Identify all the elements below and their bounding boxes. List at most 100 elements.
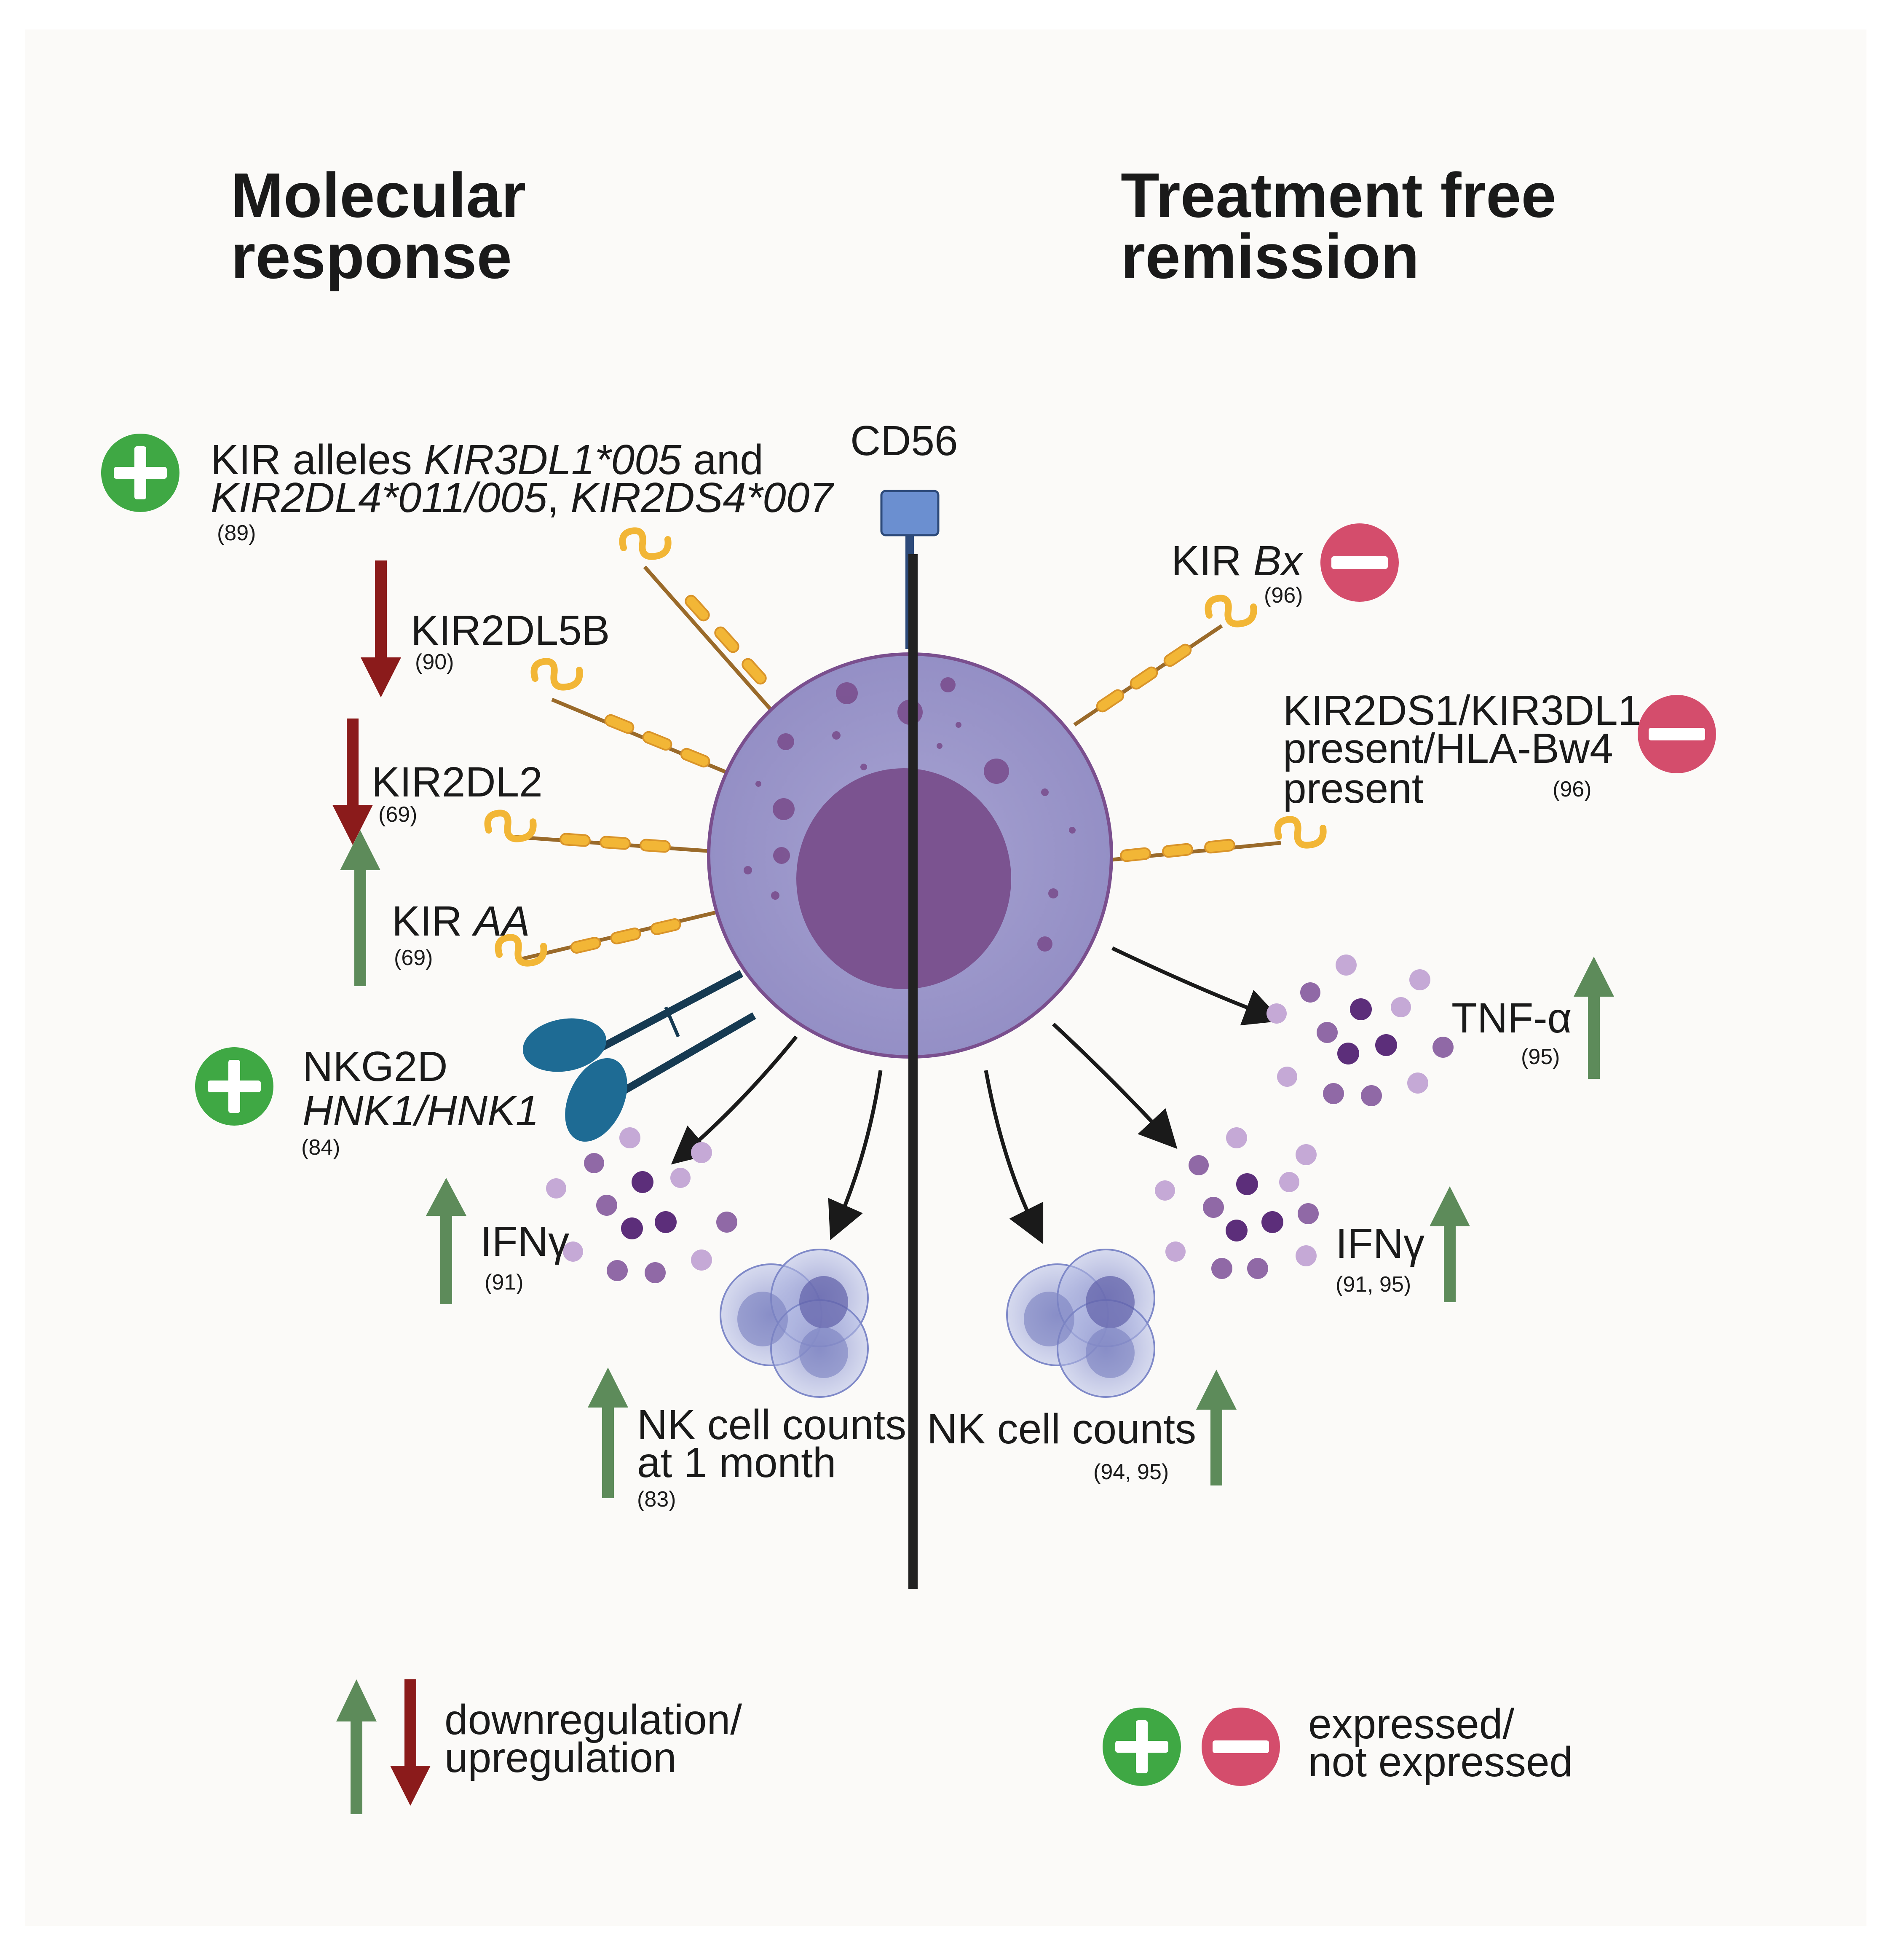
- receptor-domains: [560, 595, 1235, 954]
- ifng-right-label: IFNγ: [1336, 1220, 1424, 1267]
- kir2ds1-ref: (96): [1553, 777, 1591, 802]
- ifng-right-ref: (91, 95): [1336, 1272, 1411, 1297]
- nk-counts-left-line2: at 1 month: [637, 1439, 836, 1486]
- kir2ds1-line2: present/HLA-Bw4: [1283, 725, 1613, 772]
- legend-arrows: [336, 1679, 431, 1814]
- kir2ds1-line3: present: [1283, 765, 1424, 812]
- left-title-line2: response: [231, 221, 512, 292]
- receptor-head: [530, 658, 583, 691]
- arrow-up-icon: [336, 1679, 377, 1814]
- arrow-down-icon: [361, 560, 401, 697]
- nkg2d-domain: [522, 1018, 607, 1072]
- kir-aa-ref: (69): [394, 946, 433, 970]
- receptor-domain: [1120, 847, 1151, 862]
- cytokine-cluster-tnf: [1266, 955, 1454, 1106]
- kir-alleles-line1: KIR alleles KIR3DL1*005 and: [211, 436, 763, 483]
- kir2dl5b-ref: (90): [415, 650, 454, 674]
- arrow-to-ifng-left: [671, 1035, 798, 1165]
- legend-arrows-line1: downregulation/: [444, 1696, 742, 1743]
- arrow-down-icon: [332, 719, 373, 845]
- receptor-domain: [685, 595, 710, 622]
- receptor-domain: [642, 731, 672, 751]
- receptor-domain: [1204, 839, 1235, 854]
- kir-alleles-line2: KIR2DL4*011/005, KIR2DS4*007: [211, 474, 834, 521]
- arrow-up-icon: [426, 1178, 466, 1304]
- receptor-domain: [610, 928, 641, 944]
- legend-signs-line2: not expressed: [1308, 1738, 1573, 1786]
- receptor-domain: [1162, 843, 1193, 858]
- receptor-domain: [680, 748, 710, 768]
- arrow-up-icon: [340, 830, 380, 986]
- arrow-up-icon: [1574, 957, 1614, 1079]
- receptor-head: [619, 527, 672, 560]
- nkg2d-genotype: HNK1/HNK1: [303, 1087, 539, 1134]
- nk-counts-left-ref: (83): [637, 1487, 676, 1512]
- cd56-label: CD56: [850, 417, 958, 464]
- receptor-domain: [604, 714, 635, 734]
- receptor-domain: [650, 918, 681, 935]
- secretion-arrows: [671, 946, 1283, 1244]
- kir2dl2-label: KIR2DL2: [372, 759, 543, 806]
- receptor-domain: [560, 833, 591, 847]
- receptor-heads: [484, 527, 1327, 967]
- nkg2d-receptor: [522, 970, 756, 1142]
- receptor-domain: [714, 626, 739, 653]
- nk-counts-left-line1: NK cell counts: [637, 1401, 906, 1448]
- kir-alleles-ref: (89): [217, 521, 256, 545]
- receptor-head: [495, 934, 547, 967]
- minus-icon: [1202, 1708, 1280, 1786]
- receptor-domain: [570, 937, 601, 954]
- nk-cell-cluster-left: [720, 1249, 869, 1398]
- nkg2d-label: NKG2D: [303, 1043, 448, 1090]
- right-title-line2: remission: [1121, 221, 1419, 292]
- receptor-domain: [742, 658, 767, 685]
- receptor-domain: [1130, 666, 1158, 690]
- receptor-head: [1205, 595, 1257, 627]
- nk-counts-right-label: NK cell counts: [927, 1405, 1196, 1453]
- receptor-stalk: [643, 566, 775, 713]
- cytokine-cluster-ifng-right: [1155, 1127, 1319, 1279]
- legend-arrows-line2: upregulation: [444, 1734, 676, 1781]
- kir-bx-ref: (96): [1264, 583, 1303, 608]
- kir-bx-label: KIR Bx: [1171, 537, 1304, 585]
- minus-icon: [1638, 695, 1716, 773]
- kir2dl2-ref: (69): [378, 802, 417, 827]
- nkg2d-ref: (84): [301, 1135, 340, 1160]
- cytokine-cluster-ifng-left: [546, 1127, 737, 1283]
- left-title-line1: Molecular: [231, 160, 526, 231]
- arrow-to-ifng-right: [1052, 1022, 1178, 1149]
- ifng-left-label: IFNγ: [480, 1218, 569, 1265]
- tnf-ref: (95): [1521, 1045, 1560, 1069]
- receptor-domain: [640, 839, 671, 853]
- arrow-up-icon: [588, 1367, 628, 1498]
- kir2ds1-line1: KIR2DS1/KIR3DL1: [1283, 687, 1641, 734]
- receptor-domain: [600, 836, 631, 850]
- arrow-down-icon: [390, 1679, 431, 1806]
- arrow-up-icon: [1430, 1186, 1470, 1302]
- arrow-to-nk-right: [984, 1070, 1044, 1244]
- receptor-domain: [1163, 644, 1192, 667]
- nk-counts-right-ref: (94, 95): [1093, 1460, 1169, 1484]
- legend-signs-line1: expressed/: [1308, 1700, 1514, 1748]
- tnf-label: TNF-α: [1451, 995, 1572, 1042]
- nk-cell-cluster-right: [1006, 1249, 1155, 1398]
- cd56-marker: [880, 490, 940, 536]
- legend-signs: [1103, 1708, 1280, 1786]
- ifng-left-ref: (91): [485, 1270, 523, 1295]
- arrow-up-icon: [1196, 1370, 1237, 1485]
- minus-icon: [1320, 523, 1399, 602]
- nucleus: [796, 768, 1011, 989]
- receptor-head: [1274, 816, 1327, 849]
- arrow-to-nk-left: [828, 1070, 883, 1240]
- kir-aa-label: KIR AA: [392, 898, 530, 945]
- plus-icon: [195, 1047, 273, 1126]
- receptor-domain: [1096, 689, 1125, 713]
- arrow-to-tnf: [1111, 946, 1283, 1026]
- kir2dl5b-label: KIR2DL5B: [411, 607, 610, 654]
- nkg2d-domain: [565, 1058, 627, 1142]
- plus-icon: [101, 434, 179, 512]
- right-title-line1: Treatment free: [1121, 160, 1556, 231]
- receptor-head: [484, 810, 537, 842]
